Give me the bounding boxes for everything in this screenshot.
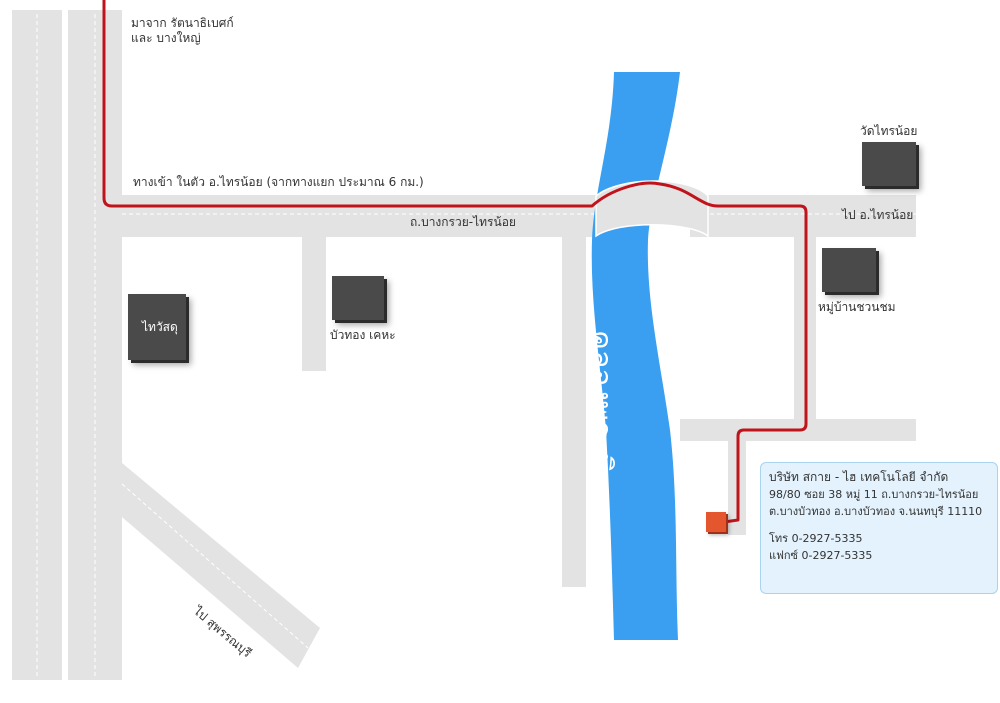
village-label: หมู่บ้านชวนชม	[818, 300, 896, 314]
company-info-box: บริษัท สกาย - ไฮ เทคโนโลยี จำกัด 98/80 ซ…	[760, 462, 998, 594]
building-block-icon	[332, 276, 384, 320]
company-address-line-1: 98/80 ซอย 38 หมู่ 11 ถ.บางกรวย-ไทรน้อย	[769, 488, 979, 501]
origin-label: มาจาก รัตนาธิเบศก์ และ บางใหญ่	[131, 16, 234, 45]
to-sainoi-label: ไป อ.ไทรน้อย	[842, 208, 914, 222]
company-address-line-2: ต.บางบัวทอง อ.บางบัวทอง จ.นนทบุรี 11110	[769, 505, 983, 518]
side-street-buathong	[302, 237, 326, 371]
building-block-icon: ไทวัสดุ	[128, 294, 186, 360]
main-road-east	[690, 195, 916, 237]
side-street-river-west	[562, 237, 586, 587]
buathong-label: บัวทอง เคหะ	[330, 328, 396, 342]
office-marker-icon	[706, 512, 726, 532]
building-block-icon	[862, 142, 916, 186]
company-phone: โทร 0-2927-5335	[769, 532, 863, 545]
bridge	[595, 180, 709, 238]
company-name: บริษัท สกาย - ไฮ เทคโนโลยี จำกัด	[769, 470, 949, 484]
wat-sainoi-label: วัดไทรน้อย	[860, 124, 918, 138]
entrance-label: ทางเข้า ในตัว อ.ไทรน้อย (จากทางแยก ประมา…	[133, 175, 424, 189]
info-spacer	[769, 520, 989, 530]
canal-label: คลองพระพิมล	[583, 330, 618, 512]
suphan-road-dash	[121, 483, 309, 649]
company-fax: แฟกซ์ 0-2927-5335	[769, 549, 873, 562]
suphan-road	[116, 458, 320, 668]
main-road-west	[122, 195, 602, 237]
main-road-label: ถ.บางกรวย-ไทรน้อย	[410, 215, 516, 229]
building-block-icon	[822, 248, 876, 292]
route-line	[102, 0, 808, 524]
thai-wasadu-label: ไทวัสดุ	[142, 320, 178, 334]
